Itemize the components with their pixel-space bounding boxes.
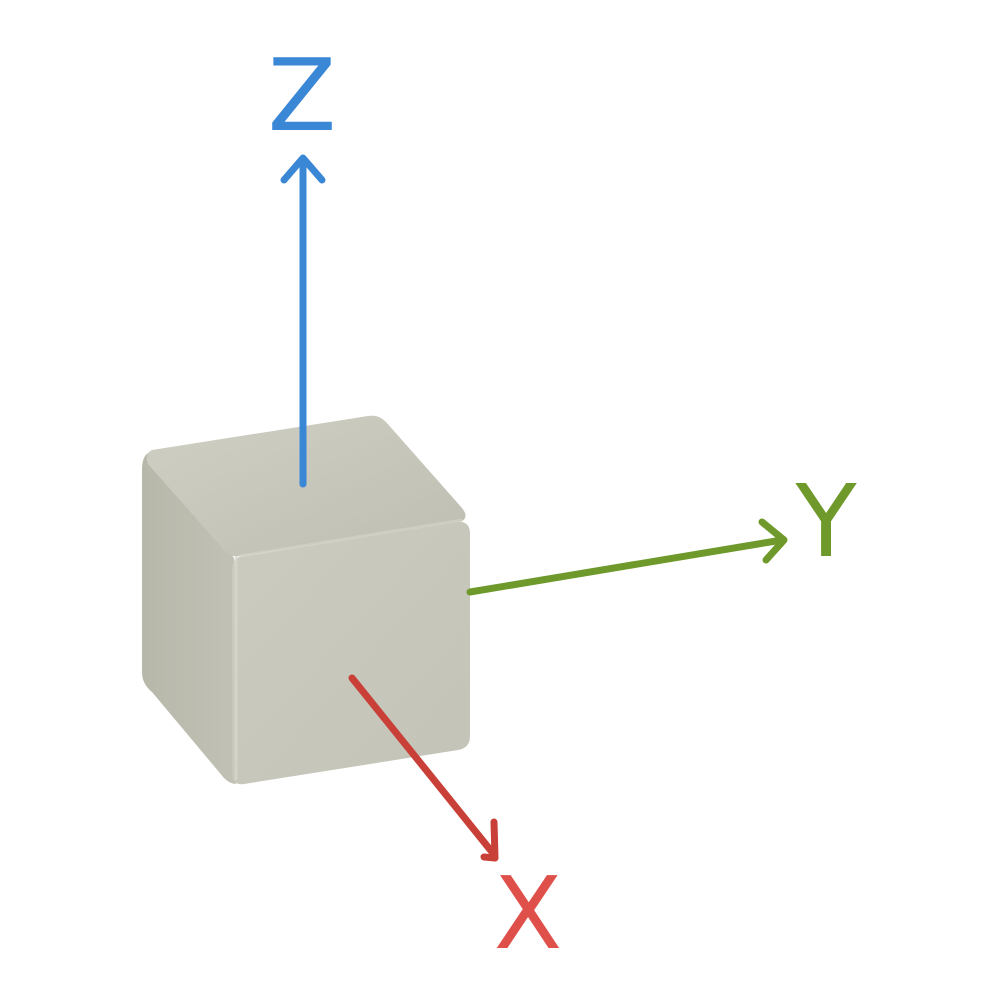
- cube-top-edge-highlight: [239, 518, 463, 558]
- y-axis-label: Y: [794, 463, 857, 580]
- y-axis-line: [466, 536, 786, 596]
- cube-top-face: [146, 415, 466, 557]
- z-axis-label: Z: [268, 37, 337, 154]
- z-axis-arrowhead: [280, 154, 326, 184]
- x-axis: [348, 674, 499, 862]
- y-axis: [466, 518, 788, 596]
- z-axis: [280, 154, 326, 488]
- cube: [142, 415, 470, 785]
- cube-front-face: [232, 521, 470, 785]
- x-axis-line: [348, 674, 496, 856]
- x-axis-label: X: [494, 855, 563, 972]
- y-axis-arrowhead: [758, 518, 788, 564]
- x-axis-arrowhead: [480, 818, 499, 862]
